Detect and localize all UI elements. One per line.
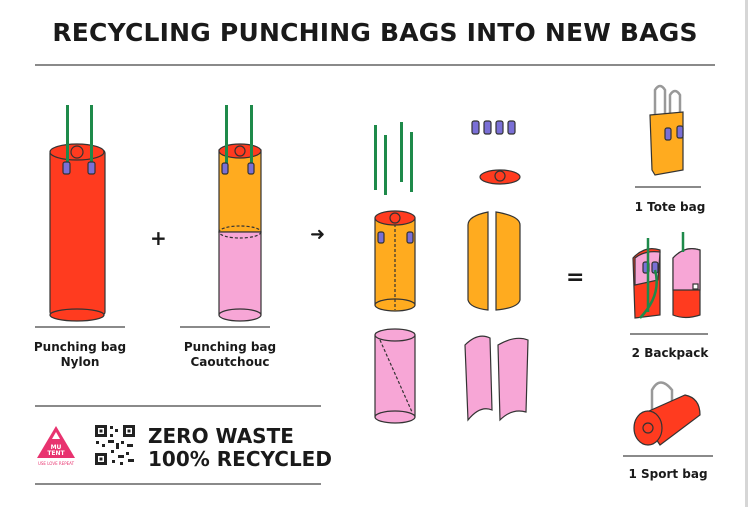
output-label-tote: 1 Tote bag xyxy=(634,200,706,214)
divider xyxy=(180,326,270,328)
orange-cylinder-illustration xyxy=(374,210,416,312)
footer-divider-top xyxy=(35,405,321,407)
pink-halves-illustration xyxy=(464,335,529,422)
divider xyxy=(623,455,713,457)
red-top-disc-illustration xyxy=(479,169,521,185)
arrow-icon: ➜ xyxy=(310,224,326,245)
input-label-nylon: Punching bag Nylon xyxy=(20,340,140,370)
purple-clips-illustration xyxy=(471,120,516,135)
label-line: Caoutchouc xyxy=(190,355,270,369)
output-label-sport-bag: 1 Sport bag xyxy=(628,467,708,481)
title-divider xyxy=(35,64,715,66)
page-title: RECYCLING PUNCHING BAGS INTO NEW BAGS xyxy=(52,18,698,47)
divider xyxy=(35,326,125,328)
orange-halves-illustration xyxy=(467,211,521,311)
tote-bag-illustration xyxy=(649,84,684,176)
input-label-caoutchouc: Punching bag Caoutchouc xyxy=(170,340,290,370)
pink-cylinder-illustration xyxy=(374,328,416,424)
caoutchouc-punching-bag-illustration xyxy=(218,105,262,322)
mutent-logo xyxy=(37,426,75,458)
green-straps-illustration xyxy=(374,122,413,195)
plus-operator: + xyxy=(150,226,167,250)
page-edge xyxy=(745,0,748,507)
label-line: Nylon xyxy=(60,355,100,369)
qr-code xyxy=(95,425,135,465)
label-line: Punching bag xyxy=(33,340,127,354)
divider xyxy=(635,186,701,188)
backpack-illustration xyxy=(632,232,701,319)
divider xyxy=(630,333,708,335)
footer-divider-bottom xyxy=(35,483,321,485)
logo-text: MU TENT xyxy=(47,444,65,457)
zero-waste-text: ZERO WASTE xyxy=(148,424,294,448)
logo-tagline: USE LOVE REPEAT xyxy=(37,461,75,466)
sport-bag-illustration xyxy=(633,381,701,446)
label-line: Punching bag xyxy=(183,340,277,354)
output-label-backpack: 2 Backpack xyxy=(631,346,709,360)
equals-operator: = xyxy=(566,265,585,290)
nylon-punching-bag-illustration xyxy=(49,105,106,322)
recycled-text: 100% RECYCLED xyxy=(148,447,332,471)
